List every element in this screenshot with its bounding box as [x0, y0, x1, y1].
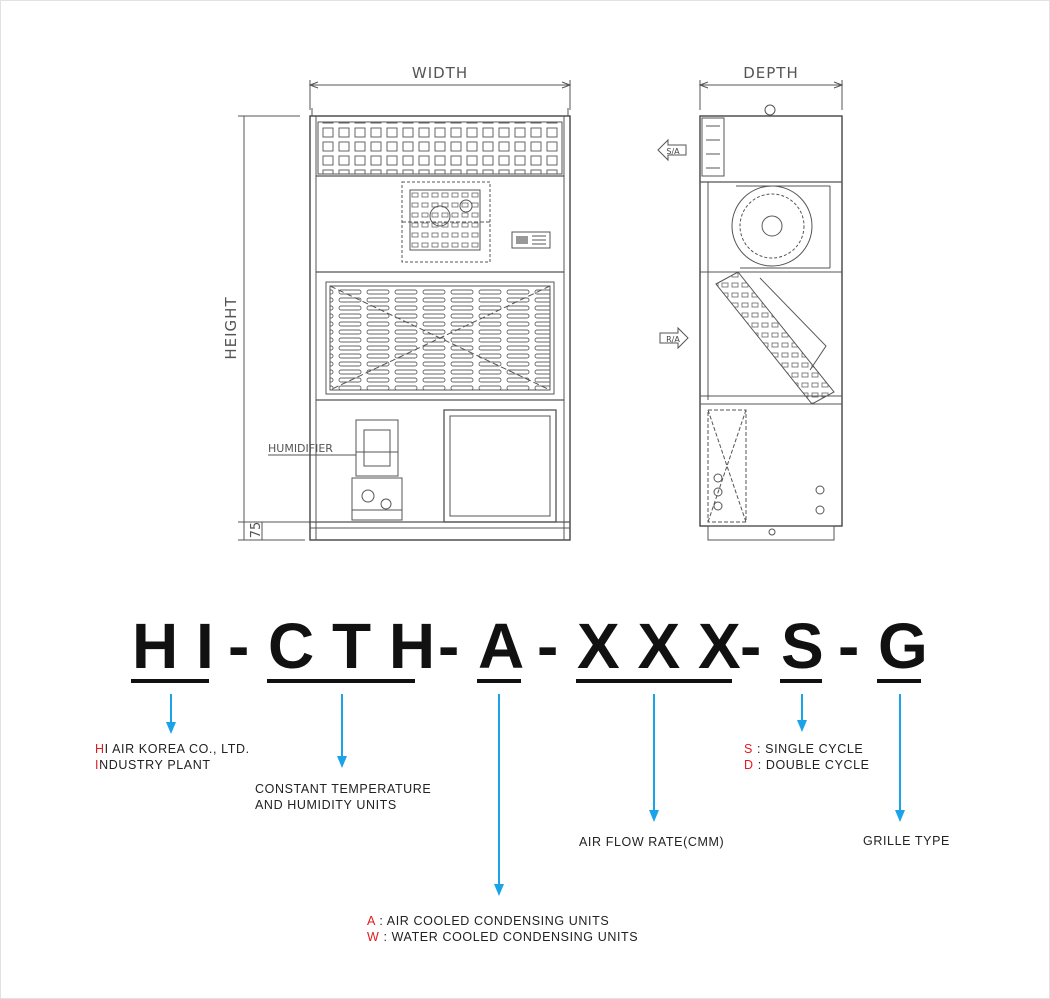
technical-drawing: WIDTH DEPTH HEIGHT 75 HUMIDIFIER S/A R/A — [222, 64, 844, 541]
underline-a — [477, 679, 521, 683]
desc-cth-line2: AND HUMIDITY UNITS — [255, 798, 397, 812]
code-dash: - — [740, 610, 762, 682]
code-part-hi: H I — [132, 610, 214, 682]
desc-a-line2: W : WATER COOLED CONDENSING UNITS — [367, 929, 638, 945]
desc-hi-line2: INDUSTRY PLANT — [95, 757, 250, 773]
code-dash: - — [537, 610, 559, 682]
width-label: WIDTH — [412, 64, 468, 82]
underline-s — [780, 679, 822, 683]
desc-s-line1: S : SINGLE CYCLE — [744, 741, 870, 757]
height-label: HEIGHT — [222, 296, 240, 359]
desc-cth-line1: CONSTANT TEMPERATURE — [255, 782, 432, 796]
desc-code: D — [744, 758, 754, 772]
underline-xxx — [576, 679, 732, 683]
code-part-g: G — [878, 610, 928, 682]
desc-code: W — [367, 930, 380, 944]
desc-code: S — [744, 742, 753, 756]
desc-code: A — [367, 914, 376, 928]
desc-text: NDUSTRY PLANT — [99, 758, 211, 772]
desc-a-line1: A : AIR COOLED CONDENSING UNITS — [367, 913, 638, 929]
desc-text: : SINGLE CYCLE — [752, 742, 864, 756]
desc-xxx: AIR FLOW RATE(CMM) — [579, 834, 724, 850]
code-part-cth: C T H — [268, 610, 436, 682]
arrow-down-icon — [494, 884, 504, 896]
code-dash: - — [228, 610, 250, 682]
desc-text: : DOUBLE CYCLE — [753, 758, 870, 772]
desc-xxx-text: AIR FLOW RATE(CMM) — [579, 835, 725, 849]
desc-text: : WATER COOLED CONDENSING UNITS — [379, 930, 639, 944]
arrow-down-icon — [337, 756, 347, 768]
desc-text: : AIR COOLED CONDENSING UNITS — [375, 914, 610, 928]
depth-label: DEPTH — [743, 64, 799, 82]
desc-cth: CONSTANT TEMPERATURE AND HUMIDITY UNITS — [255, 781, 431, 813]
return-air-label: R/A — [666, 335, 680, 344]
code-part-xxx: X X X — [577, 610, 741, 682]
humidifier-label: HUMIDIFIER — [268, 442, 333, 455]
desc-initial: H — [95, 742, 105, 756]
base-height-label: 75 — [249, 522, 264, 539]
desc-a: A : AIR COOLED CONDENSING UNITS W : WATE… — [367, 913, 638, 945]
underline-cth — [267, 679, 415, 683]
desc-initial: I — [95, 758, 100, 772]
underline-g — [877, 679, 921, 683]
arrow-down-icon — [166, 722, 176, 734]
desc-s: S : SINGLE CYCLE D : DOUBLE CYCLE — [744, 741, 870, 773]
desc-hi: HI AIR KOREA CO., LTD. INDUSTRY PLANT — [95, 741, 250, 773]
desc-s-line2: D : DOUBLE CYCLE — [744, 757, 870, 773]
desc-hi-line1: HI AIR KOREA CO., LTD. — [95, 741, 250, 757]
code-part-s: S — [781, 610, 824, 682]
arrow-down-icon — [649, 810, 659, 822]
underline-hi — [131, 679, 209, 683]
code-part-a: A — [478, 610, 525, 682]
arrow-down-icon — [797, 720, 807, 732]
desc-text: I AIR KOREA CO., LTD. — [104, 742, 250, 756]
arrow-down-icon — [895, 810, 905, 822]
supply-air-label: S/A — [666, 147, 680, 156]
code-dash: - — [438, 610, 460, 682]
code-dash: - — [838, 610, 860, 682]
desc-g: GRILLE TYPE — [863, 833, 950, 849]
desc-g-text: GRILLE TYPE — [863, 834, 950, 848]
